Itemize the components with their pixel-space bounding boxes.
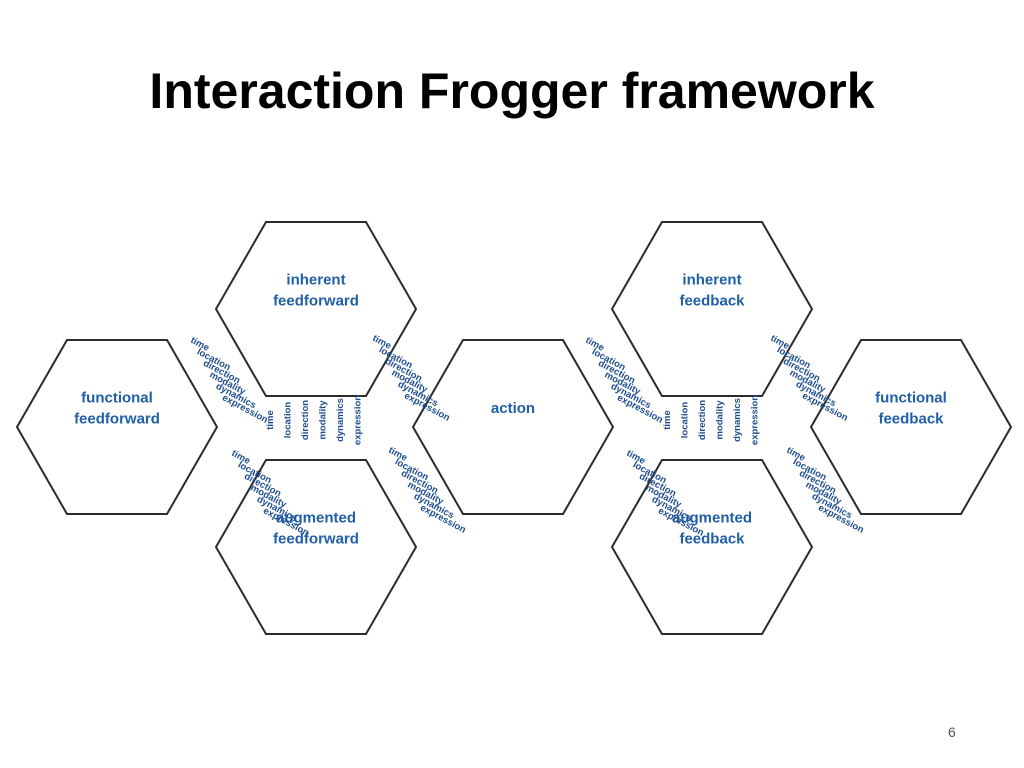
hexagon-label: feedback — [679, 293, 745, 310]
hexagon-augmented-feedback: augmented feedback — [610, 459, 814, 635]
hexagon-shape — [214, 459, 418, 635]
dimension-label: time — [662, 410, 673, 430]
dimension-label: modality — [318, 400, 329, 440]
hexagon-inherent-feedback: inherent feedback — [610, 221, 814, 397]
hexagon-label: augmented — [276, 510, 356, 527]
hexagon-label: augmented — [672, 510, 752, 527]
dimension-label: direction — [300, 400, 311, 440]
hexagon-label: functional — [875, 390, 947, 407]
dimensions-inherent-functional-feedback: timelocationdirectionmodalitydynamicsexp… — [769, 333, 850, 424]
dimension-label: modality — [715, 400, 726, 440]
dimension-label: dynamics — [732, 398, 743, 442]
hexagon-label: feedforward — [74, 411, 160, 428]
slide-title: Interaction Frogger framework — [149, 63, 875, 119]
dimension-label: expression — [353, 395, 364, 445]
dimension-label: location — [680, 402, 691, 439]
hexagon-label: feedback — [679, 531, 745, 548]
hexagon-shape — [411, 339, 615, 515]
hexagon-shape — [809, 339, 1013, 515]
hexagon-label: feedforward — [273, 293, 359, 310]
hexagon-label: feedforward — [273, 531, 359, 548]
hexagon-label: feedback — [878, 411, 944, 428]
hexagon-shape — [610, 459, 814, 635]
hexagon-label: functional — [81, 390, 153, 407]
hexagon-shape — [610, 221, 814, 397]
hexagon-functional-feedforward: functional feedforward — [15, 339, 219, 515]
hexagon-inherent-feedforward: inherent feedforward — [214, 221, 418, 397]
dimensions-inherent-feedforward-action: timelocationdirectionmodalitydynamicsexp… — [371, 333, 452, 424]
hexagon-functional-feedback: functional feedback — [809, 339, 1013, 515]
hexagon-action: action — [411, 339, 615, 515]
hexagon-label: action — [491, 400, 535, 417]
hexagon-shape — [214, 221, 418, 397]
dimensions-inherent-augmented-feedback: time location direction modality dynamics exp… — [662, 395, 761, 445]
dimensions-inherent-augmented-feedforward: time location direction modality dynamics exp… — [265, 395, 364, 445]
dimension-label: location — [283, 402, 294, 439]
page-number: 6 — [948, 724, 956, 740]
hexagon-label: inherent — [286, 272, 345, 289]
dimension-label: expression — [750, 395, 761, 445]
dimension-label: dynamics — [335, 398, 346, 442]
hexagon-shape — [15, 339, 219, 515]
dimension-label: direction — [697, 400, 708, 440]
hexagon-label: inherent — [682, 272, 741, 289]
dimension-label: time — [265, 410, 276, 430]
hexagon-augmented-feedforward: augmented feedforward — [214, 459, 418, 635]
